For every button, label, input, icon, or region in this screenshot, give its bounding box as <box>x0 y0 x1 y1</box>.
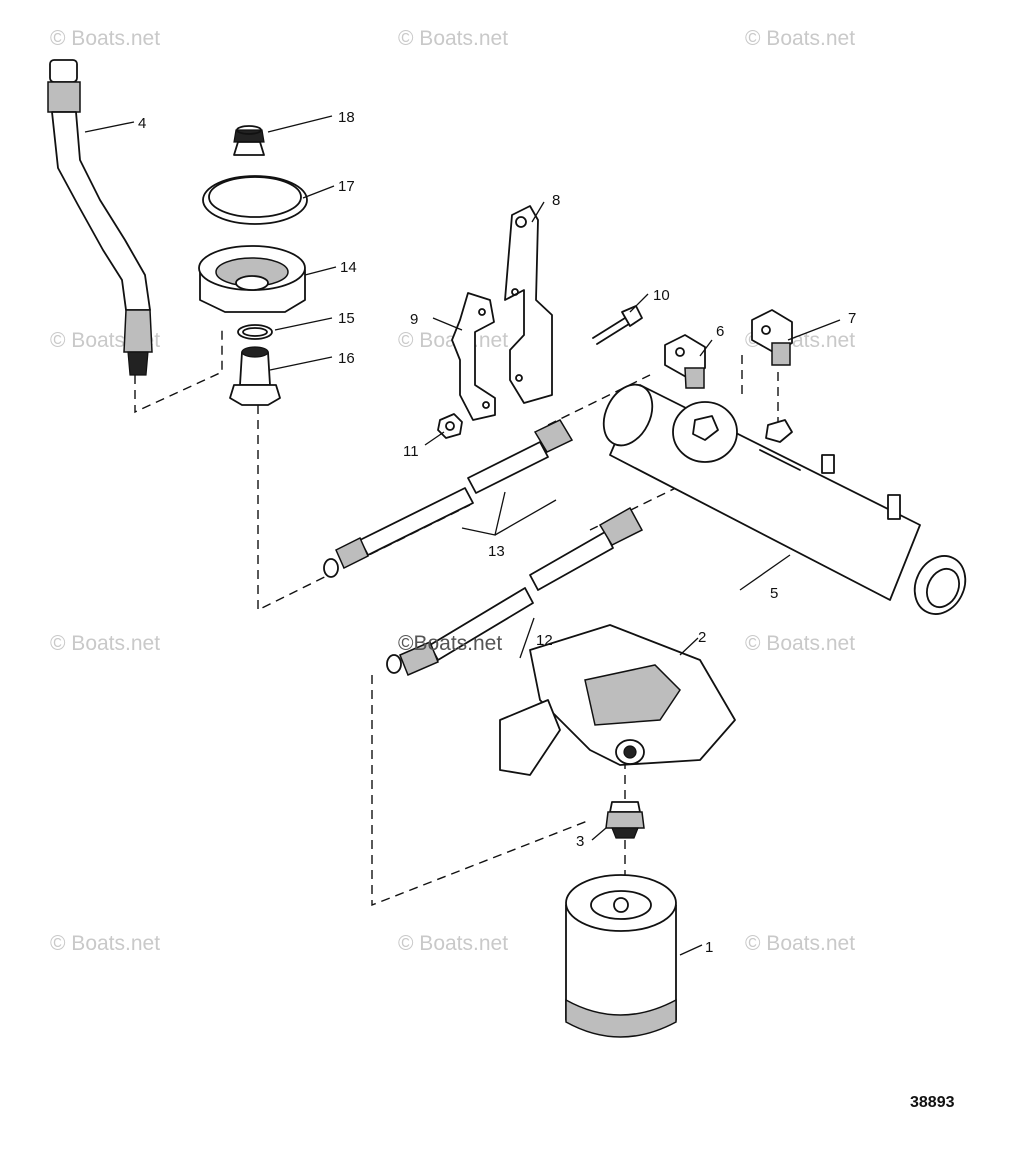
leader-lines <box>84 115 841 956</box>
callout-14: 14 <box>340 259 357 276</box>
callout-3: 3 <box>576 833 584 850</box>
callout-6: 6 <box>716 323 724 340</box>
callout-16: 16 <box>338 350 355 367</box>
callout-labels: 1 2 3 4 5 6 7 8 9 10 11 12 13 14 15 16 1… <box>138 109 856 956</box>
oil-filter-1 <box>565 874 677 1038</box>
callout-18: 18 <box>338 109 355 126</box>
callout-9: 9 <box>410 311 418 328</box>
callout-2: 2 <box>698 629 706 646</box>
watermark: © Boats.net <box>50 932 160 955</box>
elbow-fitting-7 <box>751 309 793 366</box>
watermark-layer: © Boats.net © Boats.net © Boats.net © Bo… <box>50 27 855 955</box>
callout-13: 13 <box>488 543 505 560</box>
seal-ring-17 <box>202 175 308 225</box>
connector-16 <box>229 346 281 406</box>
watermark: © Boats.net <box>745 932 855 955</box>
callout-4: 4 <box>138 115 146 132</box>
callout-7: 7 <box>848 310 856 327</box>
callout-5: 5 <box>770 585 778 602</box>
watermark: © Boats.net <box>745 632 855 655</box>
filter-adapter-2 <box>499 624 736 776</box>
fitting-18 <box>233 125 265 156</box>
fitting-3 <box>605 801 645 839</box>
callout-10: 10 <box>653 287 670 304</box>
callout-11: 11 <box>403 443 419 460</box>
callout-17: 17 <box>338 178 355 195</box>
elbow-fitting-6 <box>664 334 706 389</box>
watermark: © Boats.net <box>398 27 508 50</box>
o-ring-15 <box>237 324 273 340</box>
hose-12 <box>386 506 644 676</box>
watermark-overlay: ©Boats.net <box>398 632 502 655</box>
clamp-9 <box>451 292 496 421</box>
callout-8: 8 <box>552 192 560 209</box>
watermark: © Boats.net <box>745 27 855 50</box>
dipstick-tube <box>47 59 153 376</box>
bracket-8 <box>504 205 553 404</box>
figure-number: 38893 <box>910 1094 955 1111</box>
adapter-housing-14 <box>198 245 306 313</box>
callout-1: 1 <box>705 939 713 956</box>
oil-cooler-5 <box>602 383 967 615</box>
hose-13 <box>323 419 574 578</box>
watermark: © Boats.net <box>398 932 508 955</box>
callout-15: 15 <box>338 310 355 327</box>
watermark: © Boats.net <box>50 632 160 655</box>
callout-12: 12 <box>536 632 553 649</box>
watermark: © Boats.net <box>50 27 160 50</box>
bolt-10 <box>592 305 643 345</box>
